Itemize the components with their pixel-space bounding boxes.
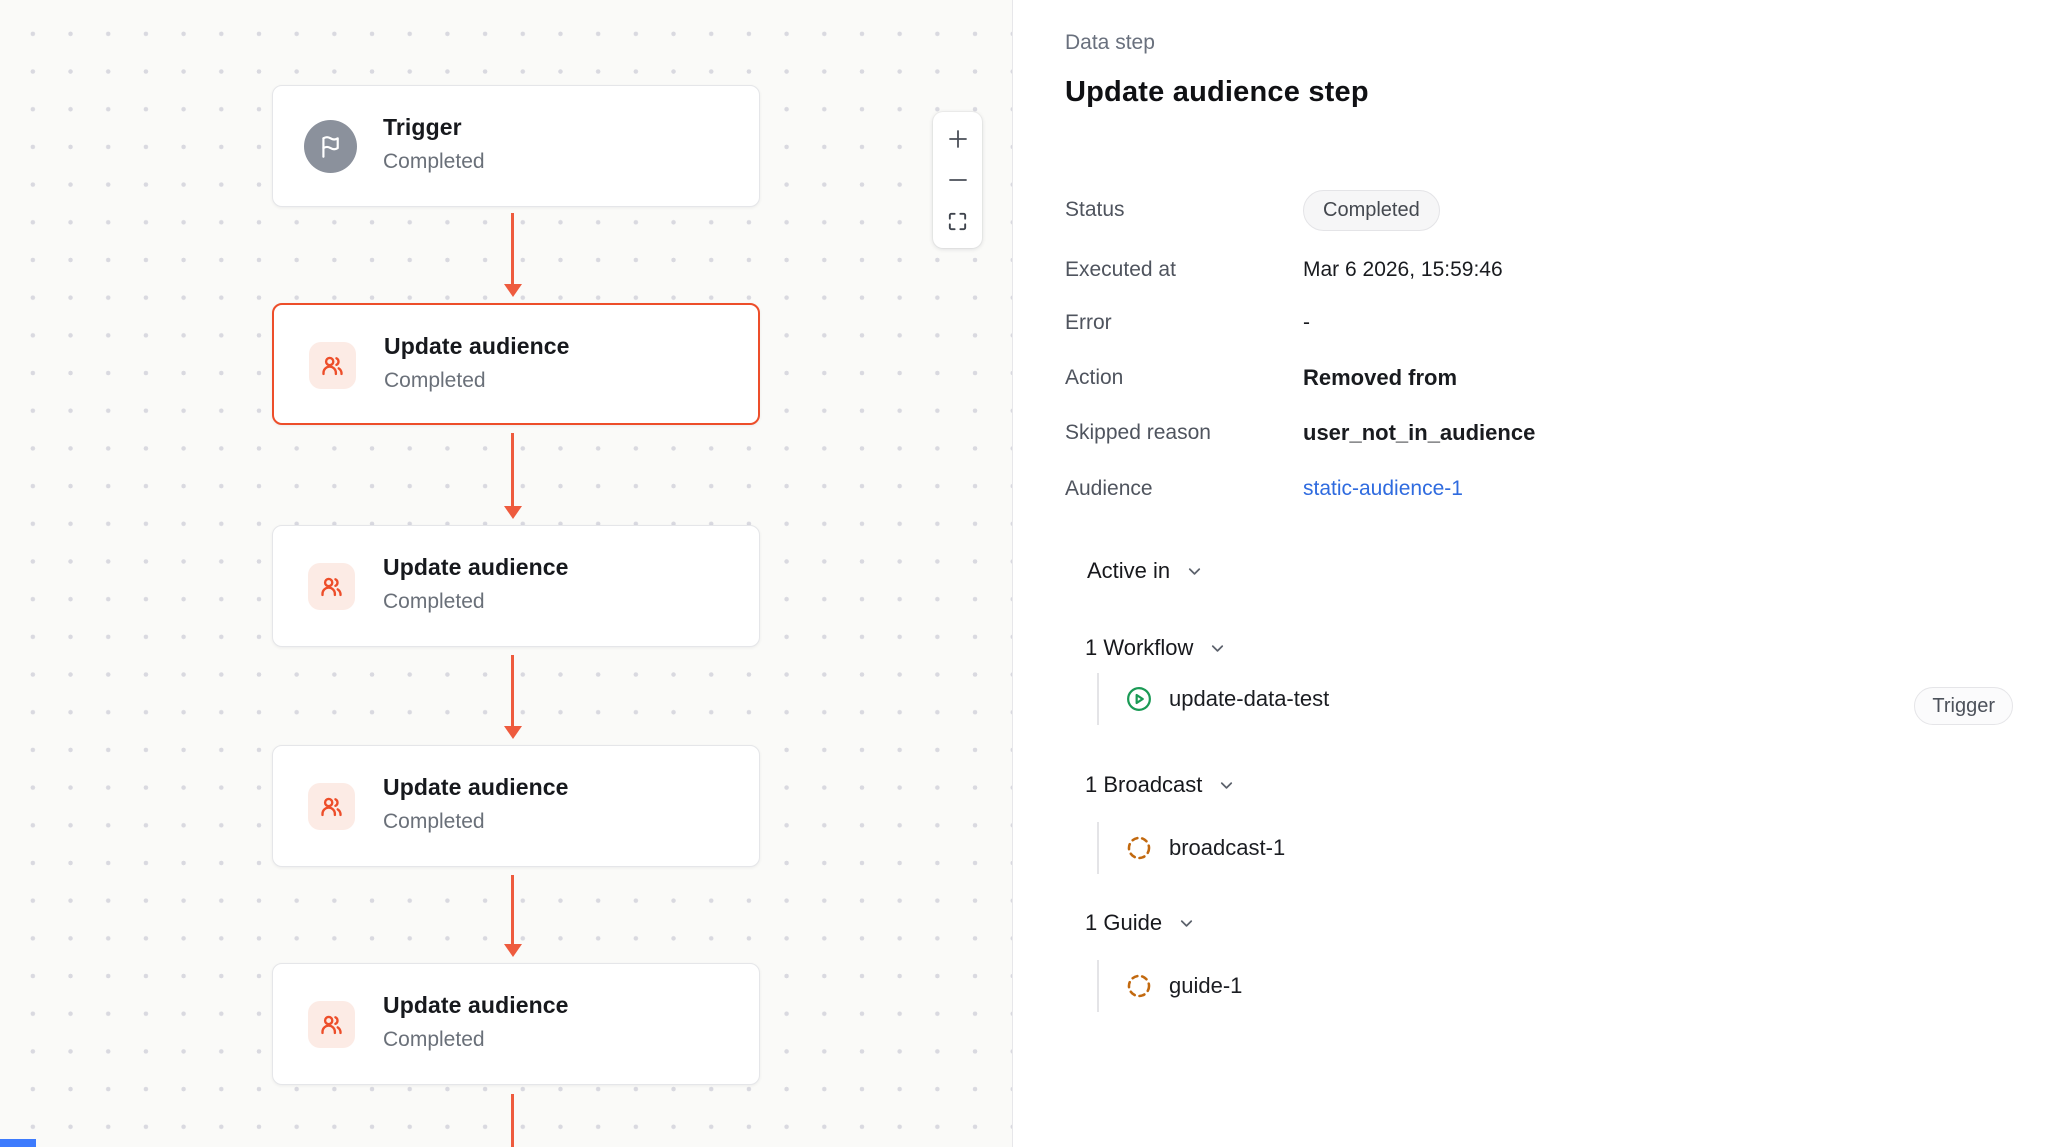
chevron-down-icon [1217,776,1236,795]
node-status: Completed [383,590,485,613]
node-status: Completed [383,1028,485,1051]
field-label: Executed at [1065,258,1176,281]
group-broadcast-toggle[interactable]: 1 Broadcast [1085,772,1236,798]
group-label: 1 Broadcast [1085,772,1203,797]
group-workflow-toggle[interactable]: 1 Workflow [1085,635,1227,661]
node-update-audience-selected[interactable]: Update audience Completed [272,303,760,425]
workflow-canvas[interactable]: Trigger Completed Update audience Comple… [0,0,1013,1147]
users-icon [308,783,355,830]
group-label: 1 Workflow [1085,635,1194,660]
details-panel: Data step Update audience step Status Co… [1013,0,2048,1147]
node-title: Update audience [384,333,570,359]
zoom-in-button[interactable] [940,121,976,157]
field-row-action: Action Removed from [1065,356,2005,400]
active-in-label: Active in [1087,558,1171,583]
field-value: Mar 6 2026, 15:59:46 [1303,258,1503,281]
canvas-zoom-controls [933,112,982,248]
zoom-out-button[interactable] [940,162,976,198]
node-update-audience[interactable]: Update audience Completed [272,963,760,1085]
edge-arrow [503,433,522,519]
node-status: Completed [384,369,486,392]
users-icon [308,1001,355,1048]
plus-icon [946,127,970,151]
field-label: Status [1065,198,1125,221]
field-row-executed-at: Executed at Mar 6 2026, 15:59:46 [1065,248,2005,292]
field-row-skipped-reason: Skipped reason user_not_in_audience [1065,411,2005,455]
guide-item[interactable]: guide-1 [1097,960,1242,1012]
chevron-down-icon [1177,914,1196,933]
field-value: user_not_in_audience [1303,420,1536,445]
chevron-down-icon [1185,562,1204,581]
users-icon [309,342,356,389]
field-value: Removed from [1303,365,1458,390]
page-title: Update audience step [1065,76,1369,108]
guide-item-label: guide-1 [1169,973,1243,998]
field-row-audience: Audience static-audience-1 [1065,467,2005,511]
node-title: Update audience [383,992,569,1018]
workflow-item-label: update-data-test [1169,686,1330,711]
flag-icon [304,120,357,173]
trigger-tag-badge: Trigger [1914,687,2013,725]
edge-arrow [511,1094,514,1147]
active-in-toggle[interactable]: Active in [1087,558,1204,584]
play-circle-icon [1125,685,1153,713]
field-label: Audience [1065,477,1153,500]
field-label: Error [1065,311,1112,334]
field-label: Skipped reason [1065,421,1211,444]
broadcast-item[interactable]: broadcast-1 [1097,822,1285,874]
node-status: Completed [383,810,485,833]
node-update-audience[interactable]: Update audience Completed [272,525,760,647]
node-update-audience[interactable]: Update audience Completed [272,745,760,867]
group-guide-toggle[interactable]: 1 Guide [1085,910,1196,936]
node-title: Update audience [383,554,569,580]
partial-edge-element [0,1139,36,1147]
dashed-circle-icon [1125,834,1153,862]
minus-icon [946,168,970,192]
audience-link[interactable]: static-audience-1 [1303,477,1463,500]
field-row-status: Status Completed [1065,188,2005,232]
fit-view-button[interactable] [940,203,976,239]
node-title: Update audience [383,774,569,800]
trigger-tag-label: Trigger [1932,694,1995,717]
fullscreen-icon [946,210,969,233]
status-badge: Completed [1303,189,1440,231]
edge-arrow [503,655,522,739]
field-label: Action [1065,366,1124,389]
workflow-item[interactable]: update-data-test [1097,673,1329,725]
node-trigger[interactable]: Trigger Completed [272,85,760,207]
edge-arrow [503,875,522,957]
dashed-circle-icon [1125,972,1153,1000]
group-label: 1 Guide [1085,910,1163,935]
users-icon [308,563,355,610]
field-value: - [1303,311,1310,334]
chevron-down-icon [1208,639,1227,658]
panel-eyebrow: Data step [1065,31,1155,54]
edge-arrow [503,213,522,297]
field-row-error: Error - [1065,301,2005,345]
node-status: Completed [383,150,485,173]
node-title: Trigger [383,114,462,140]
broadcast-item-label: broadcast-1 [1169,835,1286,860]
